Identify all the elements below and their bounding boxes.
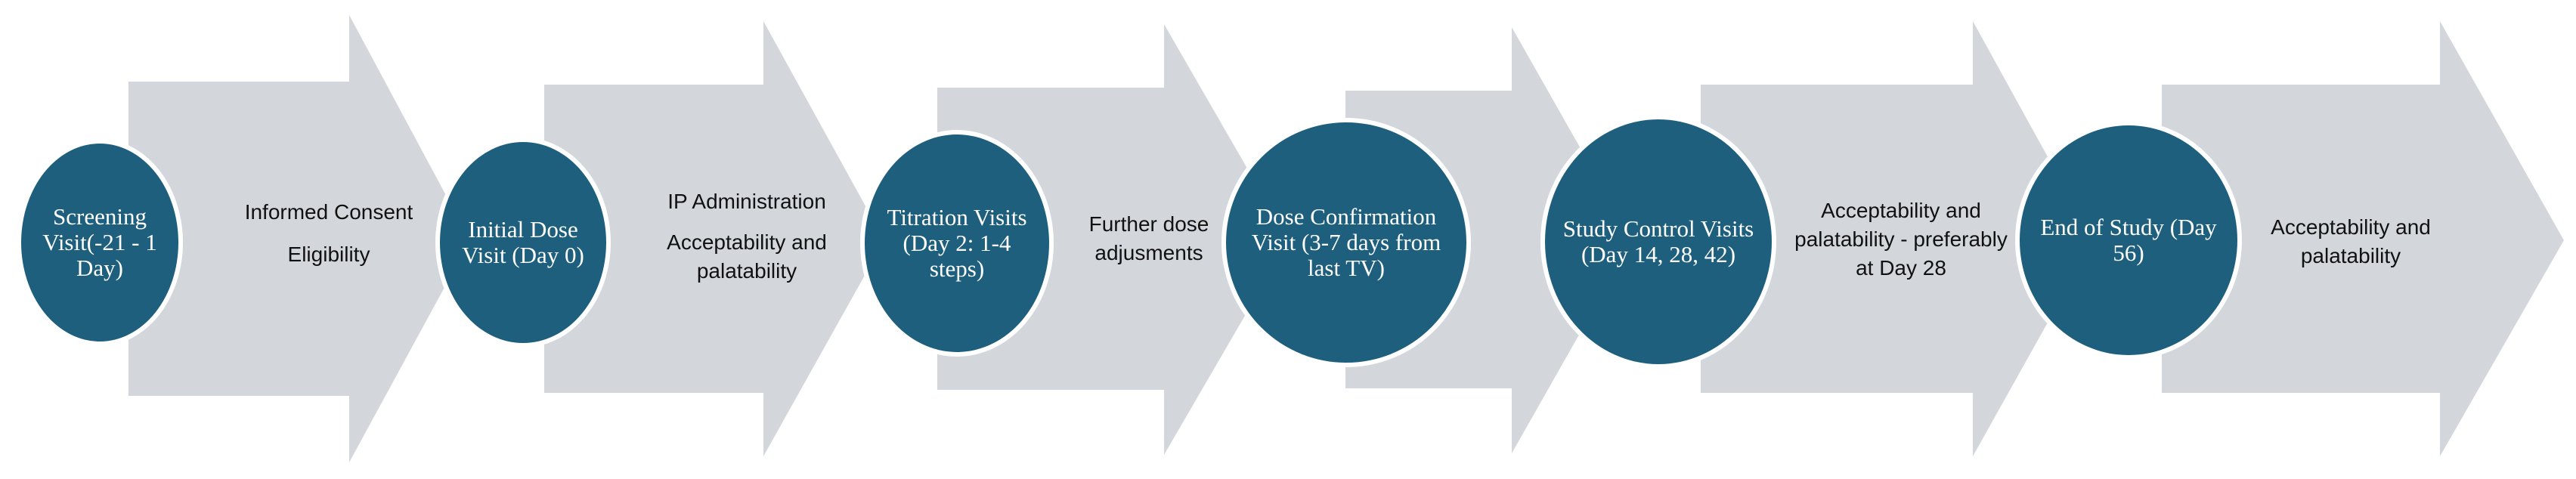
stage-3-note-1: Further dose adjusments xyxy=(1088,212,1209,264)
stage-arrow-4 xyxy=(1345,27,1633,453)
stage-1-note-2: Eligibility xyxy=(287,243,370,266)
stage-6-circle: End of Study (Day 56) xyxy=(2015,121,2242,360)
stage-3-title: Titration Visits (Day 2: 1-4 steps) xyxy=(887,204,1027,282)
stage-5-note-1: Acceptability and palatability - prefera… xyxy=(1794,199,2008,280)
stage-arrow-6 xyxy=(2162,21,2564,456)
stage-5-circle: Study Control Visits (Day 14, 28, 42) xyxy=(1540,115,1776,369)
stage-2-note-1: IP Administration xyxy=(667,190,826,213)
stage-arrow-5 xyxy=(1701,21,2094,456)
stage-2-circle: Initial Dose Visit (Day 0) xyxy=(435,138,611,348)
stage-2-notes: IP Administration Acceptability and pala… xyxy=(633,187,860,286)
stage-2-title: Initial Dose Visit (Day 0) xyxy=(462,216,584,268)
stage-4-title: Dose Confirmation Visit (3-7 days from l… xyxy=(1251,203,1441,281)
stage-5-notes: Acceptability and palatability - prefera… xyxy=(1791,196,2011,283)
stage-1-notes: Informed Consent Eligibility xyxy=(219,198,438,269)
stage-5-title: Study Control Visits (Day 14, 28, 42) xyxy=(1562,215,1754,267)
stage-2-note-2: Acceptability and palatability xyxy=(667,230,827,283)
stage-3-notes: Further dose adjusments xyxy=(1058,210,1240,267)
stage-1-note-1: Informed Consent xyxy=(244,200,413,224)
stage-arrow-1 xyxy=(128,15,470,462)
stage-4-circle: Dose Confirmation Visit (3-7 days from l… xyxy=(1221,118,1471,367)
stage-1-circle: Screening Visit(-21 - 1 Day) xyxy=(17,139,183,346)
stage-6-title: End of Study (Day 56) xyxy=(2040,214,2217,266)
stage-6-notes: Acceptability and palatability xyxy=(2260,213,2441,270)
stage-1-title: Screening Visit(-21 - 1 Day) xyxy=(42,203,157,281)
stage-3-circle: Titration Visits (Day 2: 1-4 steps) xyxy=(860,130,1054,357)
stage-arrow-2 xyxy=(544,21,884,456)
stage-arrow-3 xyxy=(937,24,1289,455)
stage-6-note-1: Acceptability and palatability xyxy=(2271,215,2431,267)
